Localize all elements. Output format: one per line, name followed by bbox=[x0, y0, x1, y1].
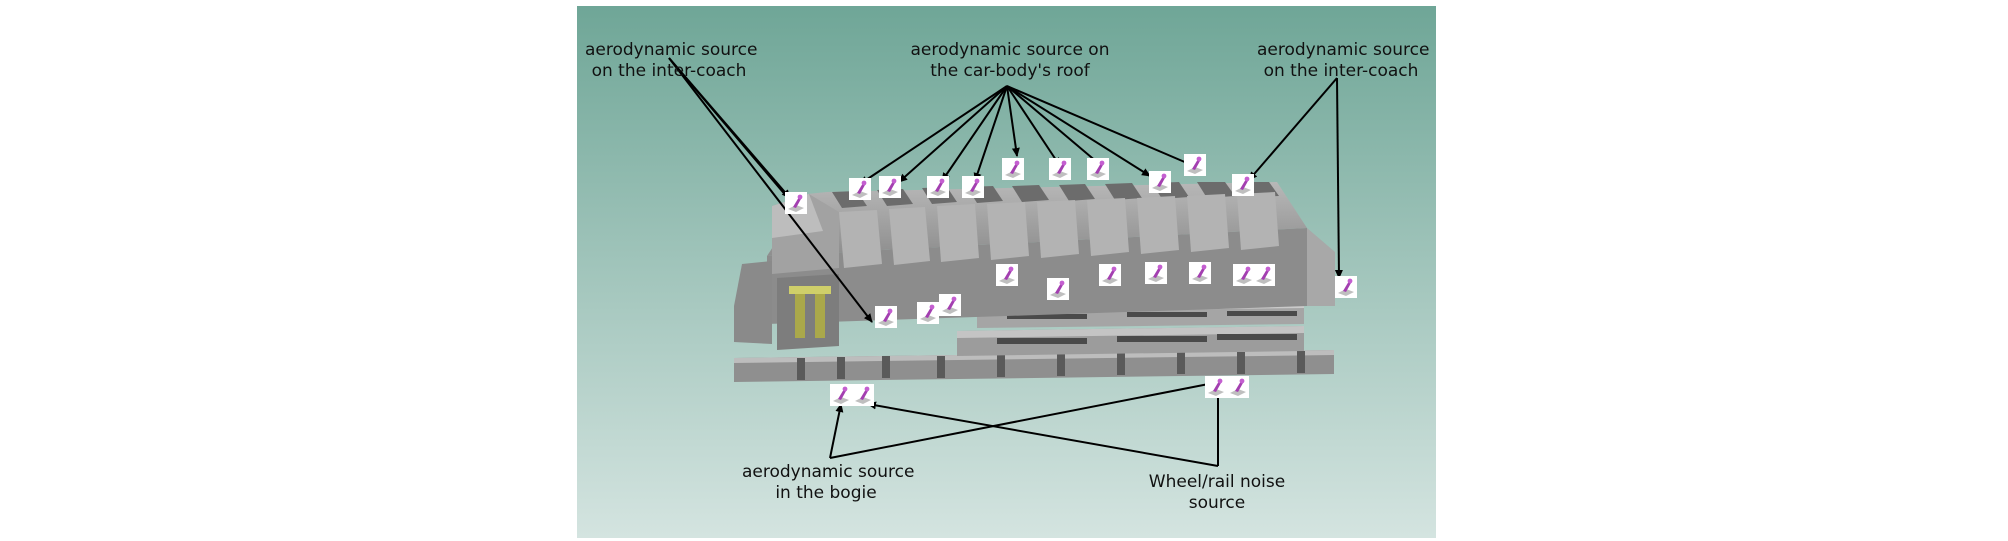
label-line: aerodynamic source bbox=[585, 40, 758, 60]
label-line: source bbox=[1188, 493, 1246, 513]
label-line: the car-body's roof bbox=[930, 61, 1090, 81]
label-wheel-rail: Wheel/rail noise source bbox=[1137, 472, 1297, 514]
noise-source-icon bbox=[1233, 264, 1255, 286]
label-line: aerodynamic source bbox=[1257, 40, 1430, 60]
diagram-panel: aerodynamic source on the inter-coach ae… bbox=[577, 6, 1436, 538]
noise-source-icon bbox=[1049, 158, 1071, 180]
label-roof: aerodynamic source on the car-body's roo… bbox=[910, 40, 1110, 82]
noise-source-icon bbox=[1189, 262, 1211, 284]
label-inter-coach-right: aerodynamic source on the inter-coach bbox=[1257, 40, 1430, 82]
noise-source-icon bbox=[996, 264, 1018, 286]
label-line: on the inter-coach bbox=[1263, 61, 1419, 81]
underframe bbox=[734, 350, 1334, 382]
noise-source-icon bbox=[830, 384, 852, 406]
noise-source-icon bbox=[1184, 154, 1206, 176]
noise-source-icon bbox=[1253, 264, 1275, 286]
noise-source-icon bbox=[879, 176, 901, 198]
noise-source-icon bbox=[939, 294, 961, 316]
label-bogie: aerodynamic source in the bogie bbox=[742, 462, 915, 504]
noise-source-icon bbox=[875, 306, 897, 328]
noise-source-icon bbox=[1099, 264, 1121, 286]
noise-source-icon bbox=[1335, 276, 1357, 298]
noise-source-icon bbox=[849, 178, 871, 200]
train-diagram-svg bbox=[577, 6, 1436, 538]
noise-source-icon bbox=[785, 192, 807, 214]
arrows bbox=[668, 57, 1343, 467]
noise-source-icon bbox=[1087, 158, 1109, 180]
noise-source-icon bbox=[1047, 278, 1069, 300]
noise-source-icon bbox=[917, 302, 939, 324]
noise-source-icon bbox=[1205, 376, 1227, 398]
label-line: Wheel/rail noise bbox=[1148, 472, 1286, 492]
noise-source-icon bbox=[962, 176, 984, 198]
label-line: in the bogie bbox=[775, 483, 877, 503]
label-line: on the inter-coach bbox=[591, 61, 747, 81]
noise-source-icon bbox=[1145, 262, 1167, 284]
car-bodies bbox=[767, 182, 1335, 324]
label-line: aerodynamic source on bbox=[910, 40, 1110, 60]
noise-source-icon bbox=[1002, 158, 1024, 180]
noise-source-icon bbox=[1227, 376, 1249, 398]
noise-source-icon bbox=[1149, 171, 1171, 193]
noise-source-icon bbox=[1232, 174, 1254, 196]
label-line: aerodynamic source bbox=[742, 462, 915, 482]
label-inter-coach-left: aerodynamic source on the inter-coach bbox=[585, 40, 758, 82]
noise-source-icon bbox=[852, 384, 874, 406]
noise-source-icon bbox=[927, 176, 949, 198]
